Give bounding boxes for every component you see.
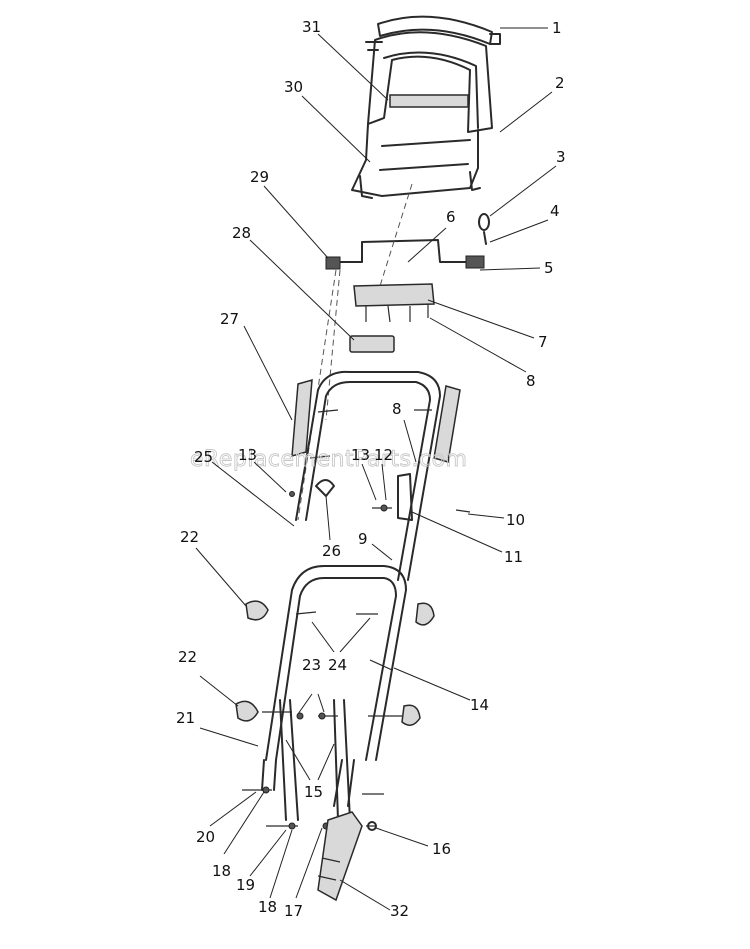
callout-32: 32 — [390, 902, 409, 920]
callout-6: 6 — [446, 208, 456, 226]
part-5-knob — [465, 255, 485, 269]
part-16-nut — [367, 821, 377, 831]
grip-screws — [309, 409, 432, 459]
lower-handle-tube-inner — [275, 577, 397, 761]
part-27-left-grip — [291, 378, 313, 458]
bag-cross-bars — [379, 139, 471, 171]
part-27-right-grip — [433, 385, 461, 463]
bag-label-31 — [389, 94, 469, 108]
part-20-bolts — [242, 789, 384, 827]
callout-31: 31 — [302, 18, 321, 36]
part-6-rod — [339, 239, 467, 263]
callout-24: 24 — [328, 656, 347, 674]
callout-7: 7 — [538, 333, 548, 351]
part-22-knob-upper-right — [415, 602, 435, 626]
callout-18-left: 18 — [212, 862, 231, 880]
callout-2: 2 — [555, 74, 565, 92]
part-11-latch — [397, 473, 413, 521]
part-22-knob-lower-right — [401, 704, 421, 726]
callout-26: 26 — [322, 542, 341, 560]
callout-labels: 1 2 3 4 5 6 7 8 8 9 10 11 12 13 13 14 15… — [176, 18, 566, 920]
leader-lines — [195, 27, 557, 911]
part-32-detail — [317, 857, 341, 881]
callout-11: 11 — [504, 548, 523, 566]
callout-4: 4 — [550, 202, 560, 220]
rod-assembly — [325, 239, 485, 270]
part-18-washer-a — [262, 786, 270, 794]
callout-8-top: 8 — [526, 372, 536, 390]
callout-12: 12 — [374, 446, 393, 464]
callout-22-upper: 22 — [180, 528, 199, 546]
part-4-pin — [483, 231, 487, 245]
lower-handle-tube-outer — [265, 565, 407, 761]
part-23-washer-right — [318, 712, 326, 720]
part-15-strap-right — [333, 699, 351, 821]
callout-1: 1 — [552, 19, 562, 37]
part-3-ring — [478, 213, 490, 231]
upper-handle-tube-outer — [295, 370, 441, 581]
callout-23: 23 — [302, 656, 321, 674]
part-1-clip — [489, 33, 501, 45]
part-7-bracket — [353, 283, 435, 307]
part-26-clip — [315, 479, 335, 497]
part-22-knob-lower-left — [235, 700, 259, 722]
part-24-bolts — [262, 611, 402, 717]
grass-bag-assembly — [351, 15, 501, 199]
part-13-screw — [289, 491, 295, 497]
pins-3-4 — [478, 213, 490, 245]
part-23-washer-left — [296, 712, 304, 720]
callout-13-left: 13 — [238, 446, 257, 464]
callout-15: 15 — [304, 783, 323, 801]
callout-30: 30 — [284, 78, 303, 96]
callout-21: 21 — [176, 709, 195, 727]
part-28-block — [349, 335, 395, 353]
callout-17: 17 — [284, 902, 303, 920]
watermark: eReplacementParts.com — [190, 447, 467, 472]
lower-handle — [235, 565, 435, 821]
bottom-hardware — [242, 786, 384, 902]
bag-top-handle — [377, 15, 493, 45]
part-29-spring — [325, 256, 341, 270]
bag-feet — [359, 171, 481, 199]
bracket-7 — [353, 283, 435, 323]
handle-left-foot — [261, 759, 277, 791]
callout-8-mid: 8 — [392, 400, 402, 418]
bag-hook — [365, 41, 383, 51]
callout-3: 3 — [556, 148, 566, 166]
part-22-knob-upper-left — [245, 600, 269, 621]
callout-13-right: 13 — [351, 446, 370, 464]
callout-10: 10 — [506, 511, 525, 529]
callout-28: 28 — [232, 224, 251, 242]
callout-14: 14 — [470, 696, 489, 714]
bag-frame-inner — [383, 51, 479, 129]
callout-19: 19 — [236, 876, 255, 894]
callout-27: 27 — [220, 310, 239, 328]
callout-16: 16 — [432, 840, 451, 858]
bag-frame-outer — [367, 31, 493, 133]
part-8-screws — [365, 304, 429, 323]
upper-handle — [289, 370, 471, 581]
callout-18-right: 18 — [258, 898, 277, 916]
part-18-washer-b — [288, 822, 296, 830]
part-12-washer — [380, 504, 388, 512]
callout-9: 9 — [358, 530, 368, 548]
upper-handle-tube-inner — [305, 381, 431, 581]
callout-22-lower: 22 — [178, 648, 197, 666]
part-15-strap-left — [279, 699, 299, 821]
callout-29: 29 — [250, 168, 269, 186]
callout-5: 5 — [544, 259, 554, 277]
part-14-cable — [369, 659, 393, 761]
alignment-lines — [297, 183, 413, 521]
bag-body-lower — [351, 123, 479, 197]
callout-20: 20 — [196, 828, 215, 846]
callout-25: 25 — [194, 448, 213, 466]
